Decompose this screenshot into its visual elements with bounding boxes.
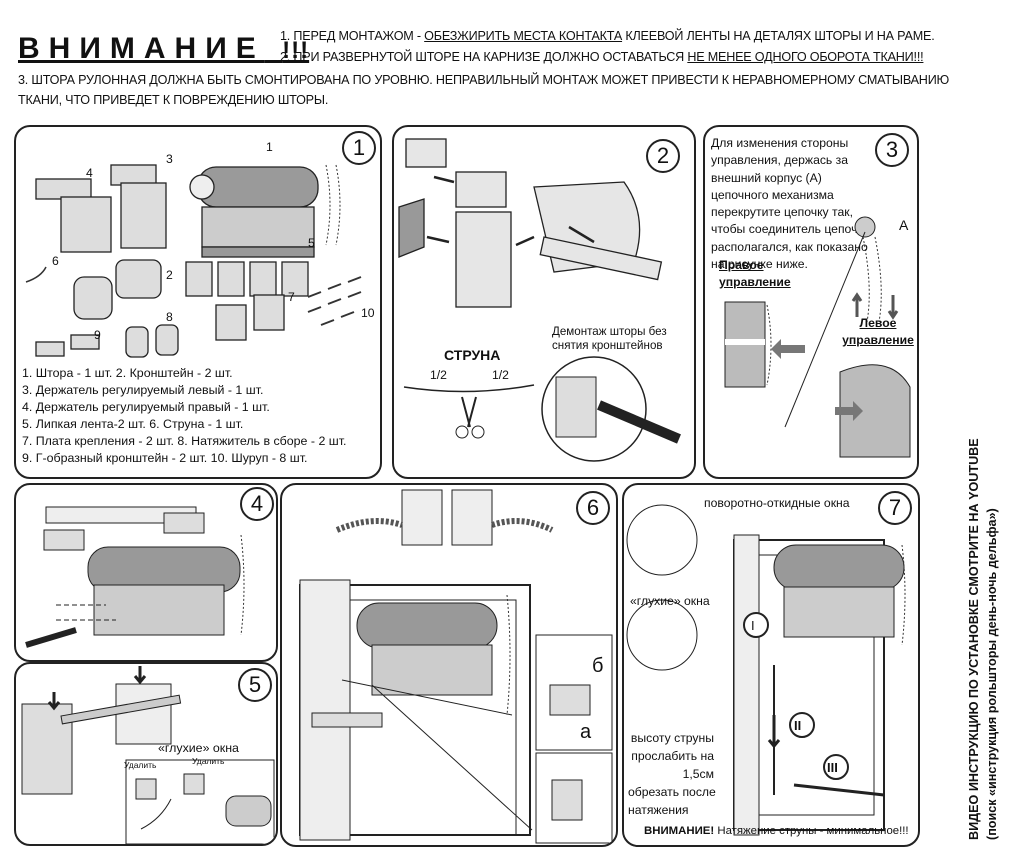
part-label-2: 2: [166, 268, 173, 282]
string-tension-illustration: [626, 504, 906, 836]
warning-line-2-start: 2. ПРИ РАЗВЕРНУТОЙ ШТОРЕ НА КАРНИЗЕ ДОЛЖ…: [280, 50, 688, 64]
step-number-1: 1: [342, 131, 376, 165]
right-control-label: Правое управление: [719, 258, 791, 289]
demount-caption: Демонтаж шторы без снятия кронштейнов: [552, 325, 667, 352]
attention-title: ВНИМАНИЕ !!!: [18, 32, 309, 68]
parts-list-item: 9. Г-образный кронштейн - 2 шт. 10. Шуру…: [22, 451, 308, 465]
remove-label-2: Удалить: [192, 756, 225, 766]
warning-line-3: 3. ШТОРА РУЛОННАЯ ДОЛЖНА БЫТЬ СМОНТИРОВА…: [18, 73, 950, 107]
bracket-assembly-illustration: [398, 138, 681, 462]
tension-warning-bold: ВНИМАНИЕ!: [644, 825, 715, 837]
kit-parts-illustration: [25, 164, 362, 358]
step-number-6: 6: [576, 491, 610, 525]
parts-list: 1. Штора - 1 шт. 2. Кронштейн - 2 шт. 3.…: [22, 365, 346, 467]
youtube-note-line-1: ВИДЕО ИНСТРУКЦИЮ ПО УСТАНОВКЕ СМОТРИТЕ Н…: [967, 438, 981, 840]
step-number-2: 2: [646, 139, 680, 173]
parts-list-item: 7. Плата крепления - 2 шт. 8. Натяжитель…: [22, 434, 347, 448]
blind-windows-illustration: [21, 666, 275, 844]
part-label-4: 4: [86, 166, 93, 180]
remove-label-1: Удалить: [124, 760, 157, 770]
parts-list-item: 3. Держатель регулируемый левый - 1 шт.: [22, 383, 264, 397]
warning-line-1-start: 1. ПЕРЕД МОНТАЖОМ -: [280, 29, 425, 43]
panel-control-side: 3 Для изменения стороны управления, держ…: [703, 125, 919, 479]
youtube-note: ВИДЕО ИНСТРУКЦИЮ ПО УСТАНОВКЕ СМОТРИТЕ Н…: [965, 420, 1001, 840]
panel-bracket-assembly: 2 Демонтаж шторы без снятия кронштейнов …: [392, 125, 696, 479]
tension-warning: ВНИМАНИЕ! Натяжение струны - минимальное…: [644, 823, 909, 839]
part-label-1: 1: [266, 140, 273, 154]
warning-line-1-underlined: ОБЕЗЖИРИТЬ МЕСТА КОНТАКТА: [424, 29, 623, 43]
part-label-5: 5: [308, 236, 315, 250]
string-label: СТРУНА: [444, 347, 501, 363]
parts-list-item: 4. Держатель регулируемый правый - 1 шт.: [22, 400, 270, 414]
cut-after-tension-label: обрезать после натяжения: [628, 785, 716, 817]
mount-holders-illustration: [25, 506, 245, 648]
tilt-turn-label: поворотно-откидные окна: [704, 496, 850, 510]
half-right-label: 1/2: [492, 368, 509, 382]
warning-line-2: 2. ПРИ РАЗВЕРНУТОЙ ШТОРЕ НА КАРНИЗЕ ДОЛЖ…: [280, 50, 924, 64]
parts-list-item: 5. Липкая лента-2 шт. 6. Струна - 1 шт.: [22, 417, 244, 431]
panel-blind-windows: 5 «глухие» окна Удалить Удалить: [14, 662, 278, 846]
detail-letter-b: б: [592, 655, 604, 677]
part-label-7: 7: [288, 290, 295, 304]
panel-mount-holders: 4: [14, 483, 278, 662]
part-label-8: 8: [166, 310, 173, 324]
attention-exclaim: !!!: [282, 37, 310, 64]
warning-line-1: 1. ПЕРЕД МОНТАЖОМ - ОБЕЗЖИРИТЬ МЕСТА КОН…: [280, 29, 935, 43]
detail-letter-a: а: [580, 721, 592, 743]
blind-windows-label: «глухие» окна: [158, 741, 239, 755]
warning-line-1-end: КЛЕЕВОЙ ЛЕНТЫ НА ДЕТАЛЯХ ШТОРЫ И НА РАМЕ…: [622, 29, 935, 43]
step-number-3: 3: [875, 133, 909, 167]
left-control-label: Левое управление: [842, 316, 914, 347]
panel-string-tension: 7 I II III поворотно-откидные окна «глух…: [622, 483, 920, 847]
window-install-illustration: [299, 489, 613, 844]
step-marker-ii: II: [794, 718, 802, 733]
control-side-instruction: Для изменения стороны управления, держас…: [711, 136, 870, 272]
control-side-illustration: [724, 216, 911, 458]
step-number-4: 4: [240, 487, 274, 521]
attention-word: ВНИМАНИЕ: [18, 32, 265, 65]
step-marker-i: I: [751, 618, 755, 633]
mechanism-letter-a: А: [899, 217, 909, 233]
blind-windows-label-7: «глухие» окна: [630, 594, 710, 608]
step-number-7: 7: [878, 491, 912, 525]
part-label-9: 9: [94, 328, 101, 342]
parts-list-item: 1. Штора - 1 шт. 2. Кронштейн - 2 шт.: [22, 366, 233, 380]
warning-line-2-underlined: НЕ МЕНЕЕ ОДНОГО ОБОРОТА ТКАНИ!!!: [687, 50, 924, 64]
panel-kit-contents: 1 1 2 3 4: [14, 125, 382, 479]
loosen-string-label: высоту струны прослабить на 1,5см: [630, 731, 714, 781]
part-label-10: 10: [361, 306, 375, 320]
panel-window-install: 6 б а: [280, 483, 618, 847]
half-left-label: 1/2: [430, 368, 447, 382]
part-label-3: 3: [166, 152, 173, 166]
tension-warning-text: Натяжение струны - минимальное!!!: [714, 825, 909, 837]
step-number-5: 5: [238, 668, 272, 702]
youtube-note-line-2: (поиск «инструкция рольшторы день-ночь д…: [985, 508, 999, 840]
part-label-6: 6: [52, 254, 59, 268]
step-marker-iii: III: [827, 760, 838, 775]
